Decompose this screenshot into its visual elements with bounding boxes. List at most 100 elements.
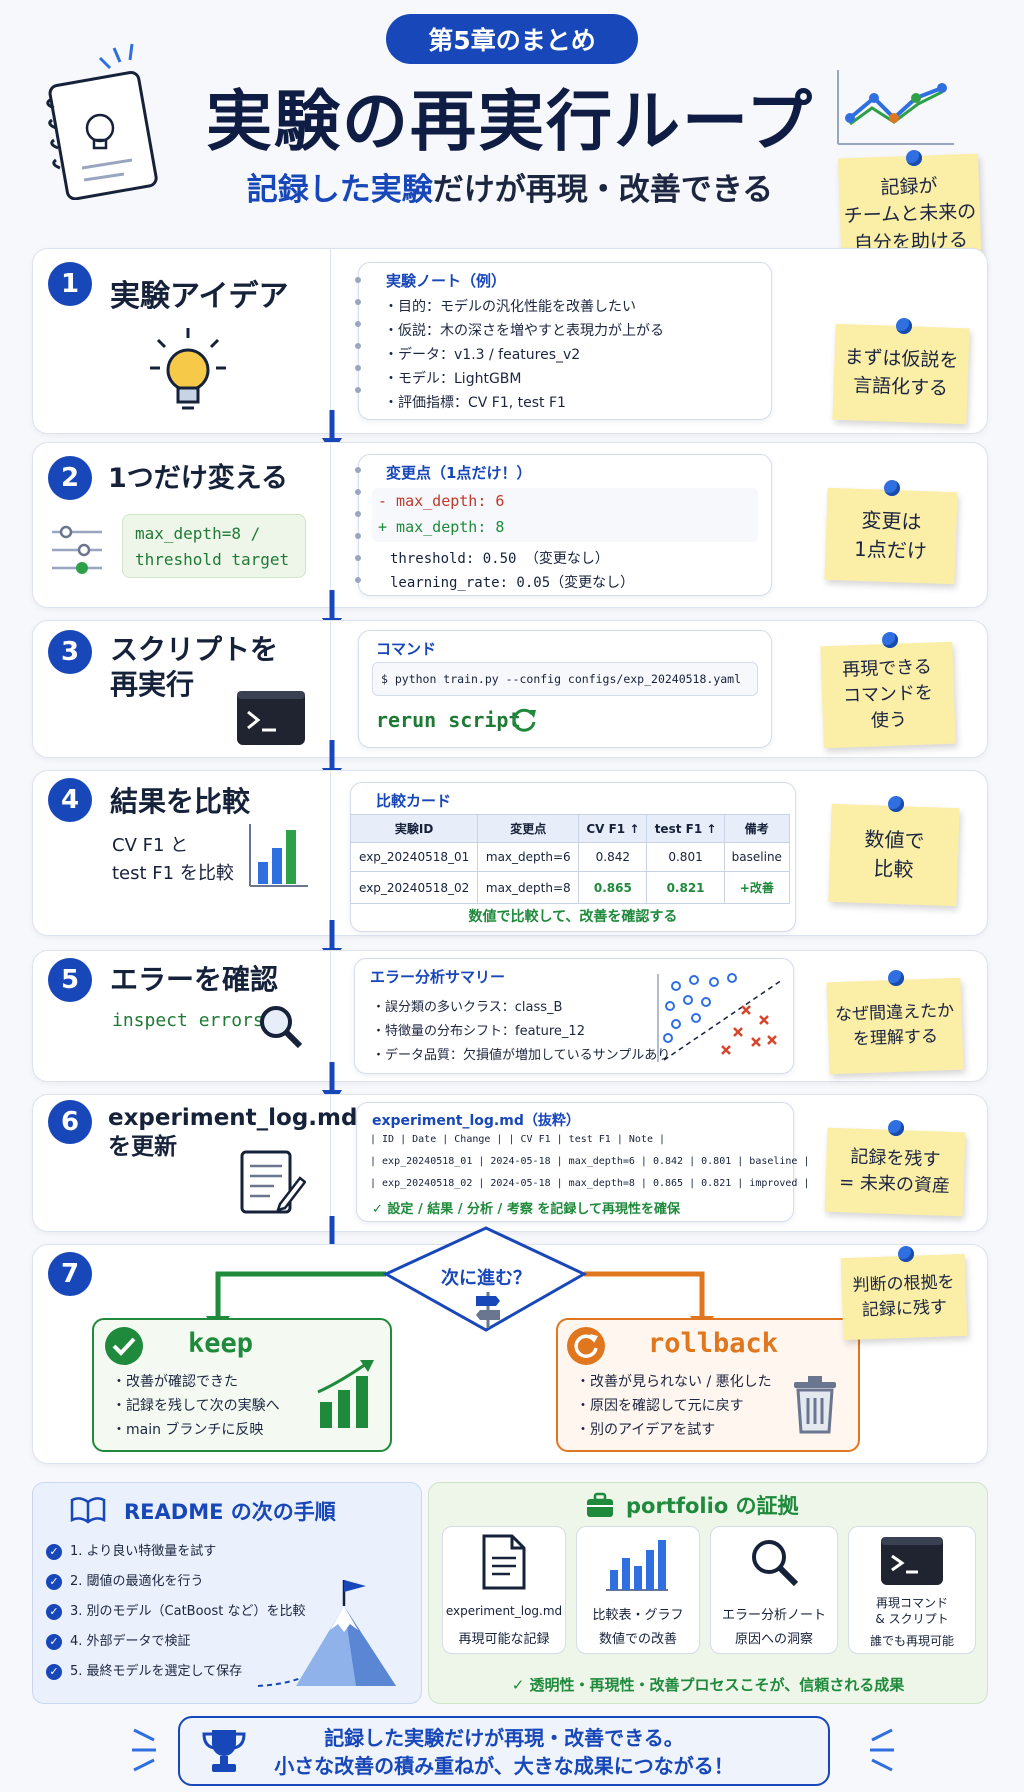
- check-bullet-icon: ✓: [46, 1574, 62, 1590]
- error-line: ・特徴量の分布シフト：feature_12: [372, 1024, 585, 1039]
- check-bullet-icon: ✓: [46, 1634, 62, 1650]
- change-panel-title: 変更点（1点だけ！）: [386, 464, 532, 482]
- experiment-note-panel: [358, 262, 772, 420]
- rollback-icon: [567, 1327, 605, 1365]
- check-icon: ✓: [511, 1676, 530, 1694]
- magnifier-icon: [752, 1540, 799, 1587]
- decision-question: 次に進む？: [441, 1268, 531, 1289]
- sparkle-right-icon: [870, 1728, 894, 1772]
- step-number-7: 7: [48, 1252, 92, 1296]
- pushpin-icon: [888, 1120, 904, 1136]
- note-line: ・モデル：LightGBM: [384, 371, 522, 387]
- comparison-card-title: 比較カード: [376, 792, 452, 810]
- pushpin-icon: [884, 480, 900, 496]
- final-line-2: 小さな改善の積み重ねが、大きな成果につながる！: [274, 1754, 734, 1778]
- signpost-icon: [476, 1292, 500, 1328]
- document-icon: [482, 1534, 526, 1590]
- sticky-note-step3: 再現できる コマンドを 使う: [820, 641, 956, 749]
- pushpin-icon: [888, 970, 904, 986]
- check-bullet-icon: ✓: [46, 1604, 62, 1620]
- diff-box: [372, 488, 758, 542]
- step-title-1: 実験アイデア: [110, 279, 289, 314]
- experiment-log-title: experiment_log.md（抜粋）: [372, 1113, 580, 1129]
- sticky-note-step5: なぜ間違えたか を理解する: [826, 977, 964, 1075]
- rollback-item: ・別のアイデアを試す: [576, 1422, 716, 1438]
- trophy-icon: [202, 1730, 246, 1772]
- step-number-5: 5: [48, 958, 92, 1002]
- document-edit-icon: [240, 1150, 306, 1214]
- step-title-4: 結果を比較: [110, 785, 251, 818]
- log-check-line: ✓ 設定 / 結果 / 分析 / 考察 を記録して再現性を確保: [372, 1198, 680, 1217]
- error-line: ・誤分類の多いクラス：class_B: [372, 1000, 563, 1015]
- step4-subtitle: CV F1 と test F1 を比較: [112, 835, 234, 884]
- param-code-box: max_depth=8 / threshold target: [122, 514, 306, 578]
- chapter-badge: 第5章のまとめ: [386, 14, 638, 64]
- rerun-script-label: rerun script: [376, 708, 521, 732]
- page-title: 実験の再実行ループ: [205, 83, 815, 160]
- portfolio-card-line2: 誰でも再現可能: [869, 1634, 954, 1648]
- line-chart-icon: [837, 70, 954, 145]
- readme-item: 3. 別のモデル（CatBoost など）を比較: [70, 1604, 306, 1619]
- experiment-log-panel: [356, 1102, 794, 1222]
- portfolio-card-line2: 数値での改善: [598, 1632, 677, 1647]
- table-cell: exp_20240518_02: [349, 871, 479, 904]
- notebook-lightbulb-icon: [46, 43, 158, 200]
- briefcase-icon: [587, 1492, 613, 1517]
- lr-line: learning_rate: 0.05（変更なし）: [390, 575, 635, 591]
- keep-item: ・記録を残して次の実験へ: [112, 1398, 280, 1414]
- threshold-line: threshold: 0.50 （変更なし）: [390, 551, 609, 567]
- command-box[interactable]: $ python train.py --config configs/exp_2…: [372, 662, 758, 696]
- error-summary-panel: [354, 958, 794, 1074]
- portfolio-card-line1: experiment_log.md: [445, 1604, 563, 1618]
- book-icon: [70, 1497, 106, 1524]
- portfolio-card-line2: 原因への洞察: [734, 1632, 813, 1647]
- keep-title: keep: [188, 1328, 254, 1359]
- table-header: 実験ID: [349, 814, 479, 843]
- pushpin-icon: [888, 796, 904, 812]
- check-bullet-icon: ✓: [46, 1544, 62, 1560]
- step-title-3: スクリプトを 再実行: [110, 633, 279, 701]
- portfolio-title: portfolio の証拠: [626, 1494, 799, 1518]
- log-line: | ID | Date | Change | | CV F1 | test F1…: [370, 1134, 666, 1145]
- trash-icon: [794, 1376, 836, 1434]
- portfolio-card-line1: エラー分析ノート: [721, 1608, 826, 1623]
- error-summary-title: エラー分析サマリー: [370, 968, 506, 986]
- table-cell: 0.821: [646, 871, 725, 904]
- log-line: | exp_20240518_02 | 2024-05-18 | max_dep…: [370, 1178, 810, 1189]
- note-line: ・目的：モデルの汎化性能を改善したい: [384, 299, 636, 315]
- table-header: CV F1 ↑: [578, 814, 648, 843]
- error-line: ・データ品質：欠損値が増加しているサンプルあり: [372, 1048, 671, 1063]
- portfolio-card-line1: 比較表・グラフ: [592, 1608, 684, 1623]
- step-number-3: 3: [48, 630, 92, 674]
- readme-title: README の次の手順: [124, 1500, 336, 1524]
- pushpin-icon: [906, 150, 922, 166]
- pushpin-icon: [882, 632, 898, 648]
- sticky-note-step4: 数値で 比較: [828, 803, 960, 907]
- subtitle-rest: だけが再現・改善できる: [432, 172, 774, 208]
- diff-minus: - max_depth: 6: [378, 492, 505, 510]
- step-number-1: 1: [48, 262, 92, 306]
- lightbulb-icon: [150, 328, 226, 410]
- sliders-icon: [52, 525, 102, 574]
- scatter-plot-icon: [657, 973, 783, 1062]
- inspect-errors-label: inspect errors: [112, 1010, 264, 1031]
- terminal-icon: [881, 1537, 943, 1585]
- page-subtitle: 記録した実験だけが再現・改善できる: [200, 164, 820, 209]
- table-cell: max_depth=6: [477, 842, 580, 872]
- bar-chart-icon: [249, 824, 308, 887]
- table-cell: 0.842: [578, 842, 648, 872]
- mountain-flag-icon: [257, 1580, 396, 1687]
- readme-item: 4. 外部データで検証: [70, 1634, 191, 1649]
- check-icon: ✓: [372, 1202, 388, 1217]
- step-number-2: 2: [48, 456, 92, 500]
- spiral-binding: [355, 467, 361, 583]
- pushpin-icon: [898, 1246, 914, 1262]
- readme-item: 1. より良い特徴量を試す: [70, 1544, 217, 1559]
- bar-chart-icon: [606, 1540, 668, 1591]
- diff-plus: + max_depth: 8: [378, 518, 505, 536]
- refresh-icon: [512, 708, 536, 732]
- keep-item: ・main ブランチに反映: [112, 1422, 264, 1438]
- log-line: | exp_20240518_01 | 2024-05-18 | max_dep…: [370, 1156, 810, 1167]
- check-circle-icon: [105, 1327, 143, 1365]
- final-line-1: 記録した実験だけが再現・改善できる。: [324, 1726, 684, 1750]
